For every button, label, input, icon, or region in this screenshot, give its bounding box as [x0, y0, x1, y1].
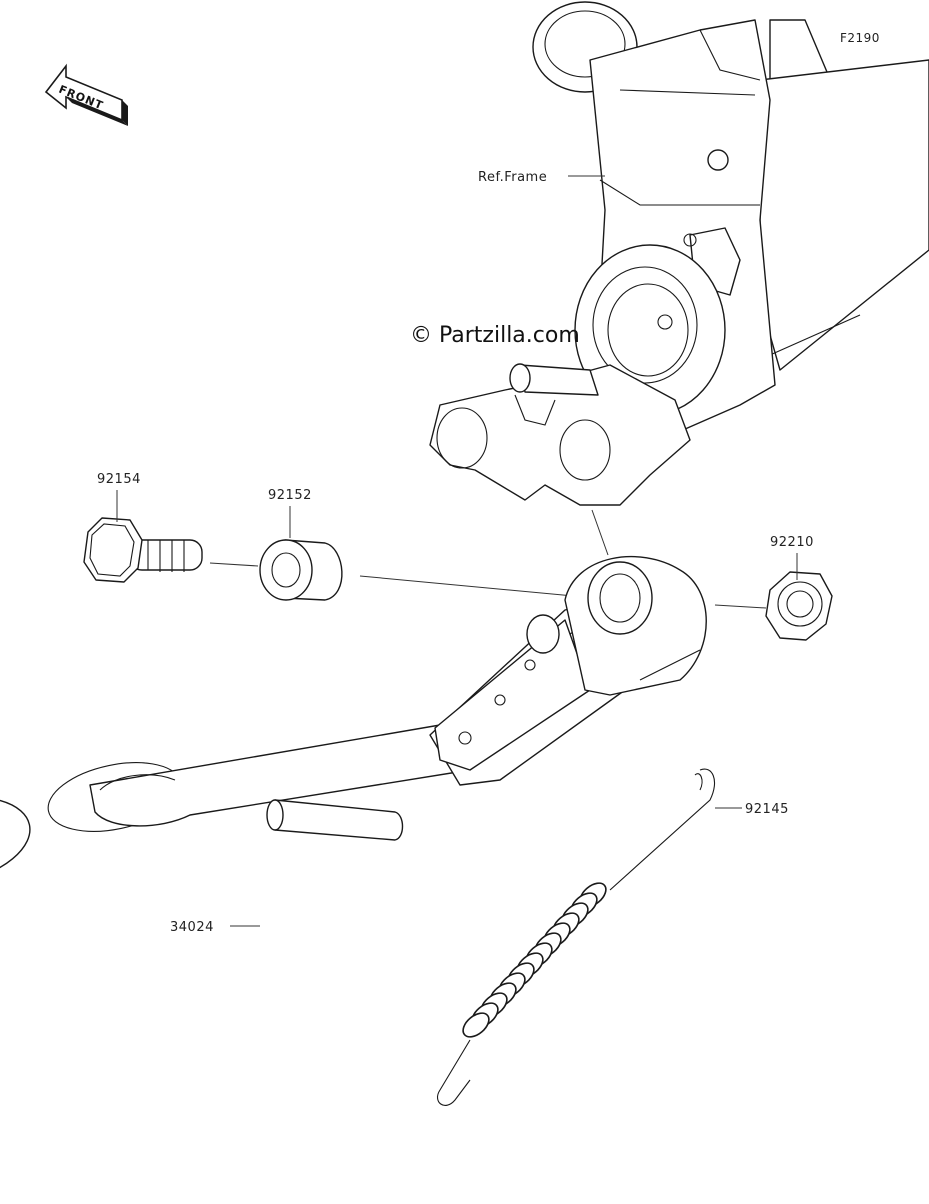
watermark: © Partzilla.com — [410, 323, 580, 348]
ref-frame-label: Ref.Frame — [478, 170, 547, 185]
part-number-92152: 92152 — [268, 488, 312, 503]
frame-assembly — [429, 1, 929, 506]
part-number-92210: 92210 — [770, 535, 814, 550]
part-number-92145: 92145 — [745, 802, 789, 817]
part-number-34024: 34024 — [170, 920, 214, 935]
figure-code: F2190 — [840, 31, 880, 45]
bolt-92154 — [83, 517, 203, 583]
spring-92145 — [437, 768, 715, 1106]
part-number-92154: 92154 — [97, 472, 141, 487]
collar-92152 — [259, 539, 343, 601]
side-stand-34024 — [0, 555, 707, 887]
nut-92210 — [765, 571, 833, 641]
front-arrow-icon: FRONT — [44, 63, 128, 126]
